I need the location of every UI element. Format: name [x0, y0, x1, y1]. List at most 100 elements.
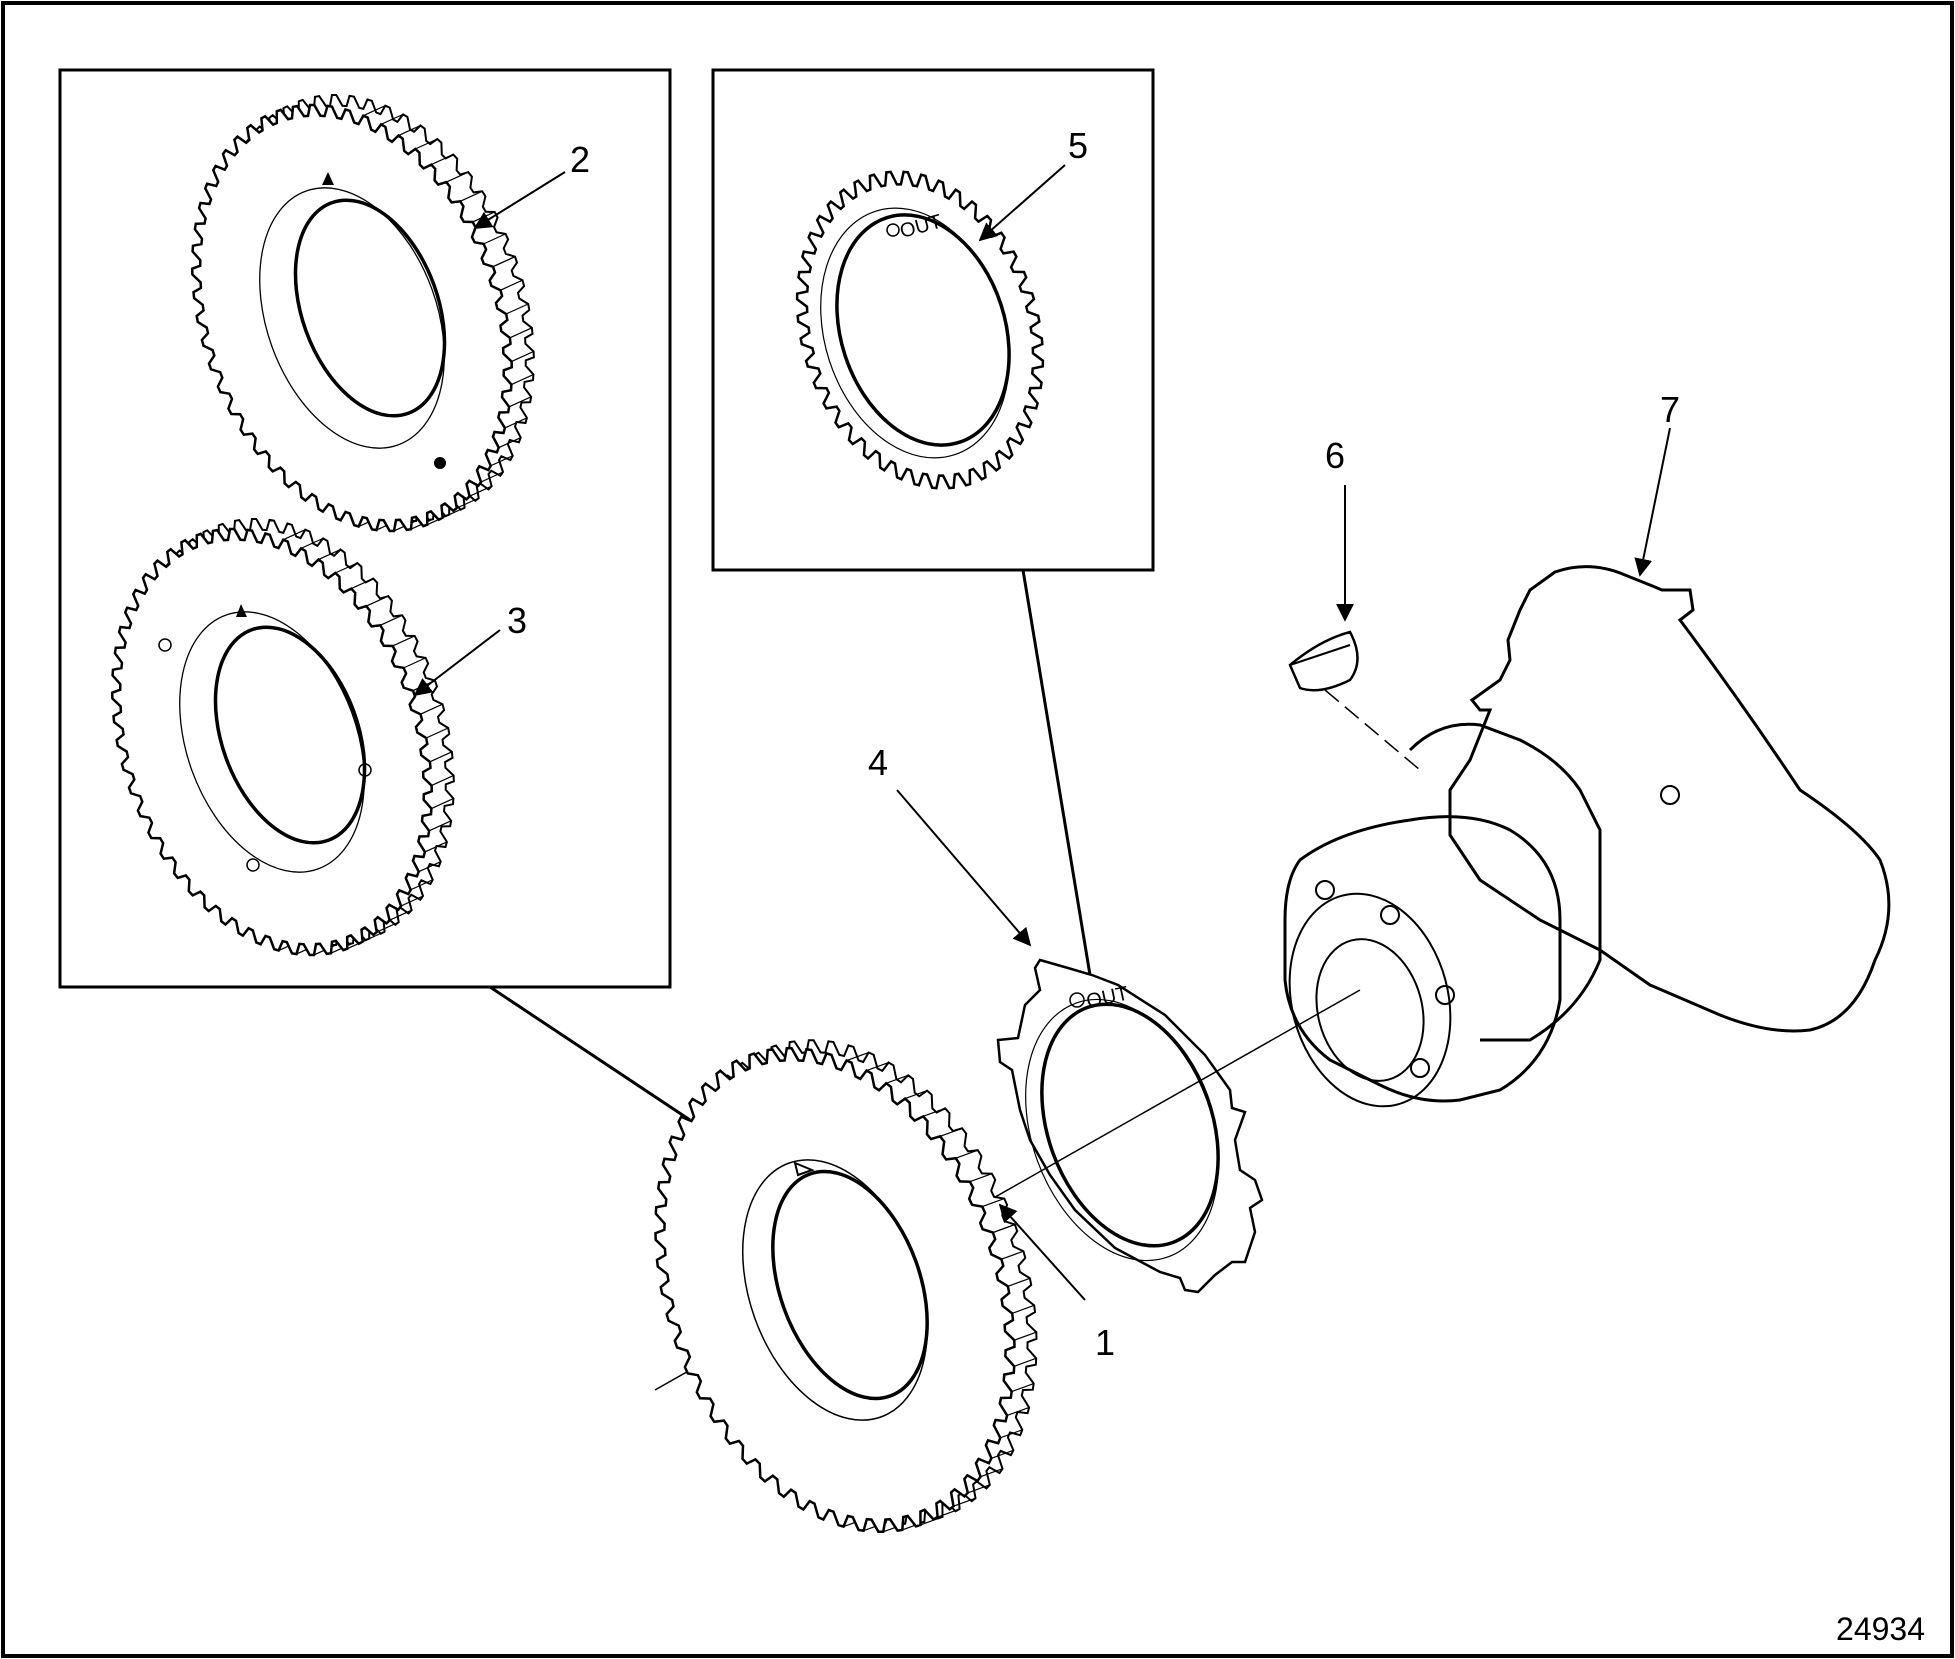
gear-helix-line — [392, 635, 415, 647]
crankshaft-7-bolt-hole-b — [1380, 905, 1400, 925]
gear-helix-line — [509, 327, 533, 339]
crankshaft-7-bore — [1315, 938, 1425, 1082]
gear-helix-line — [939, 1127, 963, 1137]
gear-helix-line — [431, 774, 454, 787]
key-centerline — [1324, 689, 1421, 771]
spacer-4-outline — [996, 958, 1264, 1294]
crankshaft-7 — [1283, 565, 1891, 1108]
gear-helix-line — [922, 1107, 946, 1117]
gear-helix-line — [400, 895, 424, 907]
gear-5-outline — [795, 170, 1045, 490]
callout-label-1: 1 — [1095, 1322, 1115, 1363]
gear-helix-line — [511, 350, 534, 363]
gear-3-hole-b — [358, 763, 372, 777]
gear-helix-line — [969, 1173, 993, 1183]
woodruff-key-6 — [1288, 630, 1359, 692]
callout-arrow-4 — [896, 789, 1032, 947]
woodruff-key-6-edge — [1289, 644, 1351, 666]
spacer-4-bore — [1040, 1002, 1220, 1248]
gear-helix-line — [846, 1051, 869, 1062]
spacer-4: OUT — [996, 958, 1264, 1294]
gear-helix-line — [885, 1074, 909, 1084]
gear-helix-line — [428, 820, 452, 832]
gear-helix-line — [483, 233, 506, 245]
crankshaft-7-bolt-hole-c — [1435, 985, 1455, 1005]
gear-3-timing-mark — [236, 604, 247, 617]
gear-helix-line — [508, 396, 532, 408]
crankshaft-7-shoulder — [1408, 722, 1602, 1042]
gear-helix-line — [953, 1497, 976, 1507]
gear-helix-line — [937, 1508, 960, 1518]
gear-helix-line — [456, 497, 479, 509]
gear-helix-line — [1007, 1277, 1031, 1287]
gear-helix-line — [420, 703, 443, 715]
inset-leader-left — [489, 985, 691, 1122]
gear-helix-line — [389, 909, 412, 921]
inset-box-gears-2-3 — [58, 68, 672, 989]
gear-helix-line — [431, 154, 454, 166]
gear-helix-line — [992, 1223, 1016, 1234]
gear-1-outline — [654, 1039, 1038, 1534]
gear-helix-line — [1006, 1406, 1030, 1417]
gear-3-outline — [110, 518, 455, 957]
gear-helix-line — [1012, 1304, 1035, 1314]
gear-3 — [110, 518, 455, 957]
gear-helix-line — [351, 578, 374, 590]
gear-helix-line — [1000, 1429, 1023, 1439]
callout-label-3: 3 — [507, 600, 527, 641]
gear-helix-line — [500, 279, 523, 291]
gear-2-bore — [293, 198, 447, 418]
gear-2 — [190, 94, 535, 533]
gear-3-hole-c — [246, 858, 260, 872]
gear-5-inner-ring — [820, 207, 1010, 459]
spacer-4-hole — [1069, 992, 1085, 1008]
gear-helix-line — [1014, 1331, 1037, 1341]
gear-5: OUT — [795, 170, 1045, 490]
inset-box-gear-5 — [711, 68, 1155, 572]
gear-helix-line — [418, 861, 441, 873]
callout-arrow-7 — [1634, 427, 1671, 577]
gear-helix-line — [980, 1468, 1003, 1478]
gear5-front-face — [795, 170, 1045, 490]
callout-label-2: 2 — [570, 139, 590, 180]
callout-label-4: 4 — [868, 742, 888, 783]
gear-helix-line — [363, 105, 386, 117]
gear-helix-line — [446, 171, 469, 183]
gear-helix-line — [335, 562, 358, 574]
gear-helix-line — [398, 124, 421, 137]
callout-label-7: 7 — [1660, 389, 1680, 430]
gear-helix-line — [410, 879, 433, 891]
gear-helix-line — [1001, 1250, 1024, 1260]
spacer-4-inner-ring — [1025, 998, 1219, 1262]
gear-helix-line — [866, 1061, 889, 1072]
gear-helix-line — [300, 537, 324, 549]
crankshaft-7-bolt-hole-a — [1315, 880, 1335, 900]
gear-helix-line — [318, 548, 341, 561]
gear-helix-line — [504, 417, 528, 429]
gear-helix-line — [366, 595, 389, 607]
gear-3-hole-a — [158, 638, 172, 652]
gear-helix-line — [982, 1198, 1005, 1208]
gear-3-bore — [213, 625, 367, 845]
gear-1 — [654, 1039, 1038, 1534]
callout-arrow-5 — [978, 164, 1066, 242]
gear-5-hole — [886, 223, 900, 237]
gear3-front-face — [110, 527, 434, 957]
gear-helix-line — [505, 303, 529, 315]
gear-2-outline — [190, 94, 535, 533]
inset-leader-middle — [1021, 569, 1092, 976]
gear-helix-line — [1011, 1382, 1034, 1393]
woodruff-key-6-outline — [1288, 630, 1359, 692]
callout-arrow-2 — [473, 171, 566, 229]
gear-helix-line — [403, 657, 426, 669]
callout-arrows — [413, 164, 1671, 1301]
crankshaft-7-bolt-hole-d — [1410, 1058, 1430, 1078]
gear-helix-line — [380, 113, 404, 125]
gear-helix-line — [415, 138, 438, 150]
callout-label-6: 6 — [1325, 435, 1345, 476]
gear-2-hub-ring — [259, 187, 445, 449]
gear-helix-line — [991, 1449, 1014, 1459]
gear-3-hub-ring — [179, 611, 365, 873]
